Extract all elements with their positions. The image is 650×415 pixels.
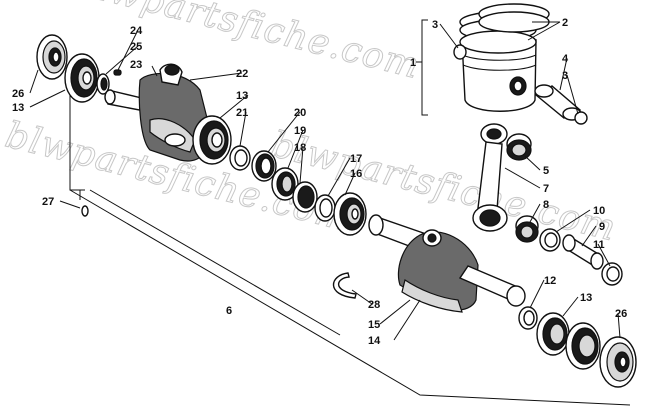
watermark: blwpartsfiche.com blwpartsfiche.com blwp…	[1, 0, 621, 250]
callout-13: 13	[580, 292, 592, 304]
callout-22: 22	[236, 68, 248, 80]
callout-3: 3	[432, 19, 438, 31]
callout-19: 19	[294, 125, 306, 137]
seal-19	[271, 167, 299, 201]
callout-numbers: 1 2 3 3 4 5 6 7 8 9 10 11 12 13 13 13 14…	[12, 17, 627, 347]
callout-9: 9	[599, 221, 605, 233]
bearing-13-right-a	[536, 312, 570, 356]
callout-1: 1	[410, 57, 416, 69]
ring-12	[518, 306, 538, 330]
bearing-26-right	[599, 336, 637, 388]
callout-5: 5	[543, 165, 549, 177]
dowel-27	[81, 205, 89, 217]
crank-pin-9	[562, 234, 604, 270]
bearing-16	[333, 192, 367, 236]
callout-13: 13	[12, 102, 24, 114]
assembly-guide-lines	[69, 95, 631, 406]
snap-ring-28	[332, 272, 357, 299]
piston-pin-clip-3-left	[453, 44, 467, 60]
callout-10: 10	[593, 205, 605, 217]
callout-14: 14	[368, 335, 381, 347]
needle-bearing-8	[515, 215, 539, 243]
seal-25	[96, 73, 110, 95]
callout-15: 15	[368, 319, 380, 331]
ring-17	[314, 194, 336, 222]
callout-20: 20	[294, 107, 306, 119]
right-crank-half-14	[368, 214, 526, 313]
callout-21: 21	[236, 107, 248, 119]
left-bearing-13	[64, 53, 100, 103]
callout-13: 13	[236, 90, 248, 102]
callout-26: 26	[12, 88, 24, 100]
callout-25: 25	[130, 41, 142, 53]
callout-6: 6	[226, 305, 232, 317]
piston-pin-clip-3-right	[574, 111, 588, 125]
key-24	[113, 69, 122, 76]
callout-16: 16	[350, 168, 362, 180]
washer-11	[601, 262, 623, 286]
washer-10	[539, 228, 561, 252]
callout-4: 4	[562, 53, 569, 65]
callout-11: 11	[593, 239, 605, 251]
seal-18	[292, 181, 318, 213]
callout-26: 26	[615, 308, 627, 320]
bearing-13-right-b	[565, 322, 601, 370]
bearing-22	[192, 115, 232, 165]
callout-17: 17	[350, 153, 362, 165]
ring-20	[251, 150, 277, 182]
piston-pin-4	[534, 84, 582, 121]
needle-bearing-5	[506, 133, 532, 161]
callout-18: 18	[294, 142, 306, 154]
callout-28: 28	[368, 299, 380, 311]
callout-24: 24	[130, 25, 143, 37]
callout-8: 8	[543, 199, 549, 211]
callout-2: 2	[562, 17, 568, 29]
connecting-rod-7	[472, 123, 508, 232]
piston-rings-2	[478, 3, 550, 33]
callout-23: 23	[130, 59, 142, 71]
callout-3: 3	[562, 70, 568, 82]
callout-7: 7	[543, 183, 549, 195]
left-bearing-26	[36, 34, 68, 80]
leader-lines	[29, 19, 621, 341]
ring-21	[229, 145, 251, 171]
callout-27: 27	[42, 196, 54, 208]
callout-12: 12	[544, 275, 556, 287]
